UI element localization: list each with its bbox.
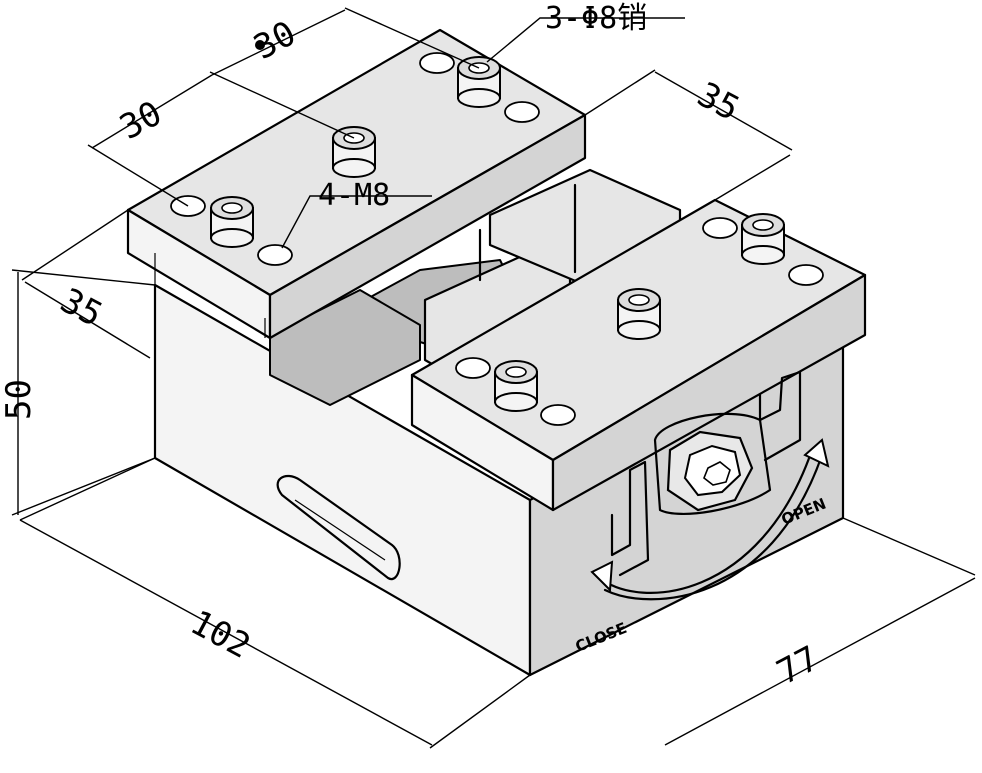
dim-jaw-right: 35 — [691, 75, 746, 130]
right-jaw-screw-3 — [494, 360, 538, 412]
dim-line-jaw-right — [654, 71, 793, 151]
right-jaw-screw-2 — [617, 288, 661, 340]
threaded-hole — [788, 264, 824, 286]
dim-jaw-left: 35 — [54, 281, 109, 336]
right-jaw-screw-1 — [741, 213, 785, 265]
left-jaw-screw-3 — [210, 196, 254, 248]
close-arrow-icon — [590, 560, 614, 593]
callout-threaded: 4-M8 — [318, 178, 390, 213]
left-jaw-side — [268, 113, 587, 340]
dim-line-spacing-b — [211, 9, 346, 76]
threaded-hole — [504, 101, 540, 123]
leader-counterbore — [486, 17, 685, 63]
dim-line-spacing-a — [91, 74, 213, 149]
dim-height: 50 — [0, 379, 39, 420]
dim-line-width — [664, 577, 976, 746]
hex-drive-icon — [666, 430, 754, 512]
threaded-hole — [257, 244, 293, 266]
threaded-hole — [702, 217, 738, 239]
leader-threaded — [281, 195, 432, 249]
threaded-hole — [540, 404, 576, 426]
end-rail-left — [610, 460, 650, 577]
dim-spacing-a: 30 — [113, 93, 168, 148]
open-arrow-icon — [803, 438, 830, 468]
dim-width: 77 — [770, 638, 825, 693]
threaded-hole — [455, 357, 491, 379]
left-jaw-screw-2 — [332, 126, 376, 178]
dim-spacing-b: 30 — [247, 13, 302, 68]
open-close-arc — [598, 448, 814, 594]
threaded-hole — [419, 52, 455, 74]
right-jaw-side — [551, 273, 867, 512]
dim-line-length — [19, 519, 433, 746]
dim-line-jaw-left — [24, 281, 151, 359]
left-jaw-screw-1 — [457, 56, 501, 108]
callout-counterbore: 3-Φ8销 — [545, 1, 647, 36]
body-slot — [276, 474, 401, 581]
dim-length: 102 — [184, 603, 257, 667]
